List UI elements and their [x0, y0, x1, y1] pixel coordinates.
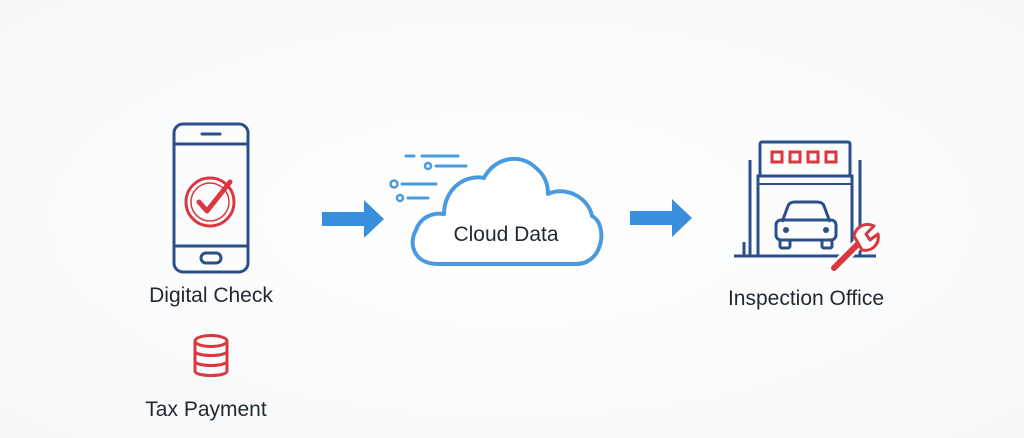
tax-payment-label: Tax Payment: [145, 398, 267, 421]
smartphone-checkmark-icon: [172, 122, 250, 274]
digital-check-label: Digital Check: [149, 284, 273, 307]
cloud-data-label: Cloud Data: [453, 223, 559, 246]
inspection-office-label: Inspection Office: [727, 287, 885, 310]
arrow-cloud-to-office: [630, 199, 692, 237]
cloud-icon: [386, 150, 606, 270]
inspection-garage-icon: [732, 140, 884, 274]
arrow-phone-to-cloud: [322, 200, 384, 238]
coin-stack-icon: [193, 334, 229, 380]
